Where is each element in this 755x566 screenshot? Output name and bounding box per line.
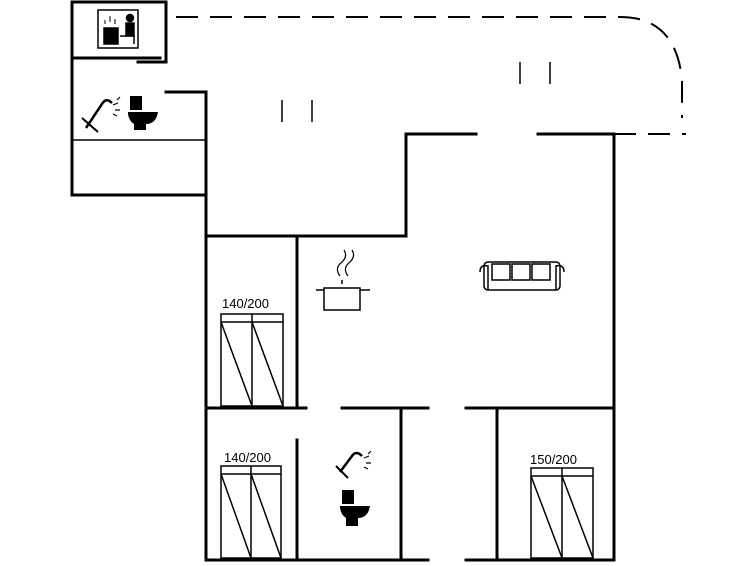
shower-icon (335, 450, 372, 479)
walls (70, 0, 616, 562)
terrace-outline (176, 16, 686, 135)
shower-icon (81, 96, 121, 133)
double-bed-icon (220, 465, 282, 559)
toilet-icon (340, 490, 370, 526)
stove-pot-icon (316, 249, 370, 311)
sauna-icon (97, 9, 139, 49)
sofa-icon (479, 261, 565, 291)
window-marks (281, 62, 551, 122)
bed-size-label-3: 150/200 (530, 452, 577, 467)
bed-size-label-1: 140/200 (222, 296, 269, 311)
toilet-icon (128, 96, 158, 130)
double-bed-icon (530, 467, 594, 559)
bed-size-label-2: 140/200 (224, 450, 271, 465)
double-bed-icon (220, 313, 284, 407)
